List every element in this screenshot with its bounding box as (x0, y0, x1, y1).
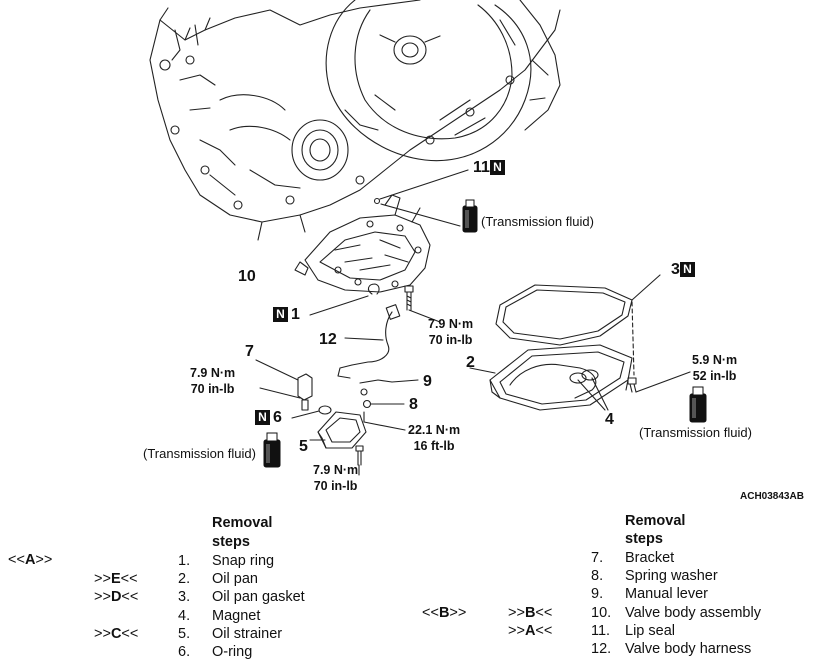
step-number: 9. (591, 586, 604, 602)
ref-install-b: <<B>> (422, 605, 467, 621)
step-number: 3. (178, 589, 191, 605)
callout-4: 4 (605, 411, 614, 428)
step-text: O-ring (212, 644, 253, 660)
callout-9: 9 (423, 373, 432, 390)
step-text: Lip seal (625, 623, 675, 639)
step-number: 1. (178, 553, 191, 569)
fluid-bottle-icon-top (462, 199, 478, 233)
oil-pan-gasket (495, 274, 661, 376)
step-text: Magnet (212, 608, 261, 624)
bracket (255, 359, 313, 411)
lip-seal (373, 197, 381, 205)
left-header-line2: steps (212, 534, 250, 550)
step-text: Oil pan (212, 571, 258, 587)
step-number: 12. (591, 641, 612, 657)
callout-12: 12 (319, 331, 337, 348)
callout-10: 10 (238, 268, 256, 285)
callout-7: 7 (245, 343, 254, 360)
step-number: 4. (178, 608, 191, 624)
step-number: 2. (178, 571, 191, 587)
callout-2: 2 (466, 354, 475, 371)
step-text: Manual lever (625, 586, 709, 602)
step-text: Oil strainer (212, 626, 283, 642)
fluid-bottle-icon-left (263, 432, 281, 468)
right-header-line1: Removal (625, 513, 686, 529)
step-text: Valve body harness (625, 641, 752, 657)
fluid-note-left: (Transmission fluid) (143, 446, 256, 461)
step-number: 7. (591, 550, 604, 566)
fluid-note-right: (Transmission fluid) (639, 425, 752, 440)
snap-ring (367, 283, 380, 295)
step-text: Spring washer (625, 568, 718, 584)
n-symbol-icon: N (255, 410, 270, 426)
magnet (569, 369, 609, 411)
n-symbol-icon: N (679, 262, 695, 278)
spring-washer (362, 399, 405, 409)
oil-pan (469, 344, 633, 411)
oil-strainer (309, 411, 367, 449)
pan-bolt (627, 371, 691, 393)
callout-5: 5 (299, 438, 308, 455)
step-number: 10. (591, 605, 612, 621)
left-header-line1: Removal (212, 515, 273, 531)
step-text: Valve body assembly (625, 605, 761, 621)
figure-code: ACH03843AB (740, 491, 804, 502)
ref-removal-b: >>B<< (508, 605, 553, 621)
n-symbol-icon: N (273, 307, 288, 323)
step-text: Oil pan gasket (212, 589, 305, 605)
step-number: 6. (178, 644, 191, 660)
valve-body-assembly (294, 194, 431, 293)
step-number: 8. (591, 568, 604, 584)
right-header-line2: steps (625, 531, 663, 547)
ref-removal-c: >>C<< (94, 626, 139, 642)
callout-8: 8 (409, 396, 418, 413)
fluid-bottle-icon-right (689, 386, 707, 423)
ref-removal-e: >>E<< (94, 571, 138, 587)
manual-lever (359, 379, 419, 396)
step-text: Bracket (625, 550, 675, 566)
strainer-bolt (355, 445, 364, 476)
ref-install-a: <<A>> (8, 552, 53, 568)
o-ring (318, 405, 332, 415)
ref-removal-d: >>D<< (94, 589, 139, 605)
step-text: Snap ring (212, 553, 275, 569)
transmission-case (149, 0, 561, 241)
step-number: 5. (178, 626, 191, 642)
valve-body-bolt (404, 285, 441, 323)
step-number: 11. (591, 623, 611, 639)
fluid-note-top: (Transmission fluid) (481, 214, 594, 229)
valve-body-harness (337, 304, 401, 379)
n-symbol-icon: N (489, 160, 505, 176)
ref-removal-a: >>A<< (508, 623, 553, 639)
